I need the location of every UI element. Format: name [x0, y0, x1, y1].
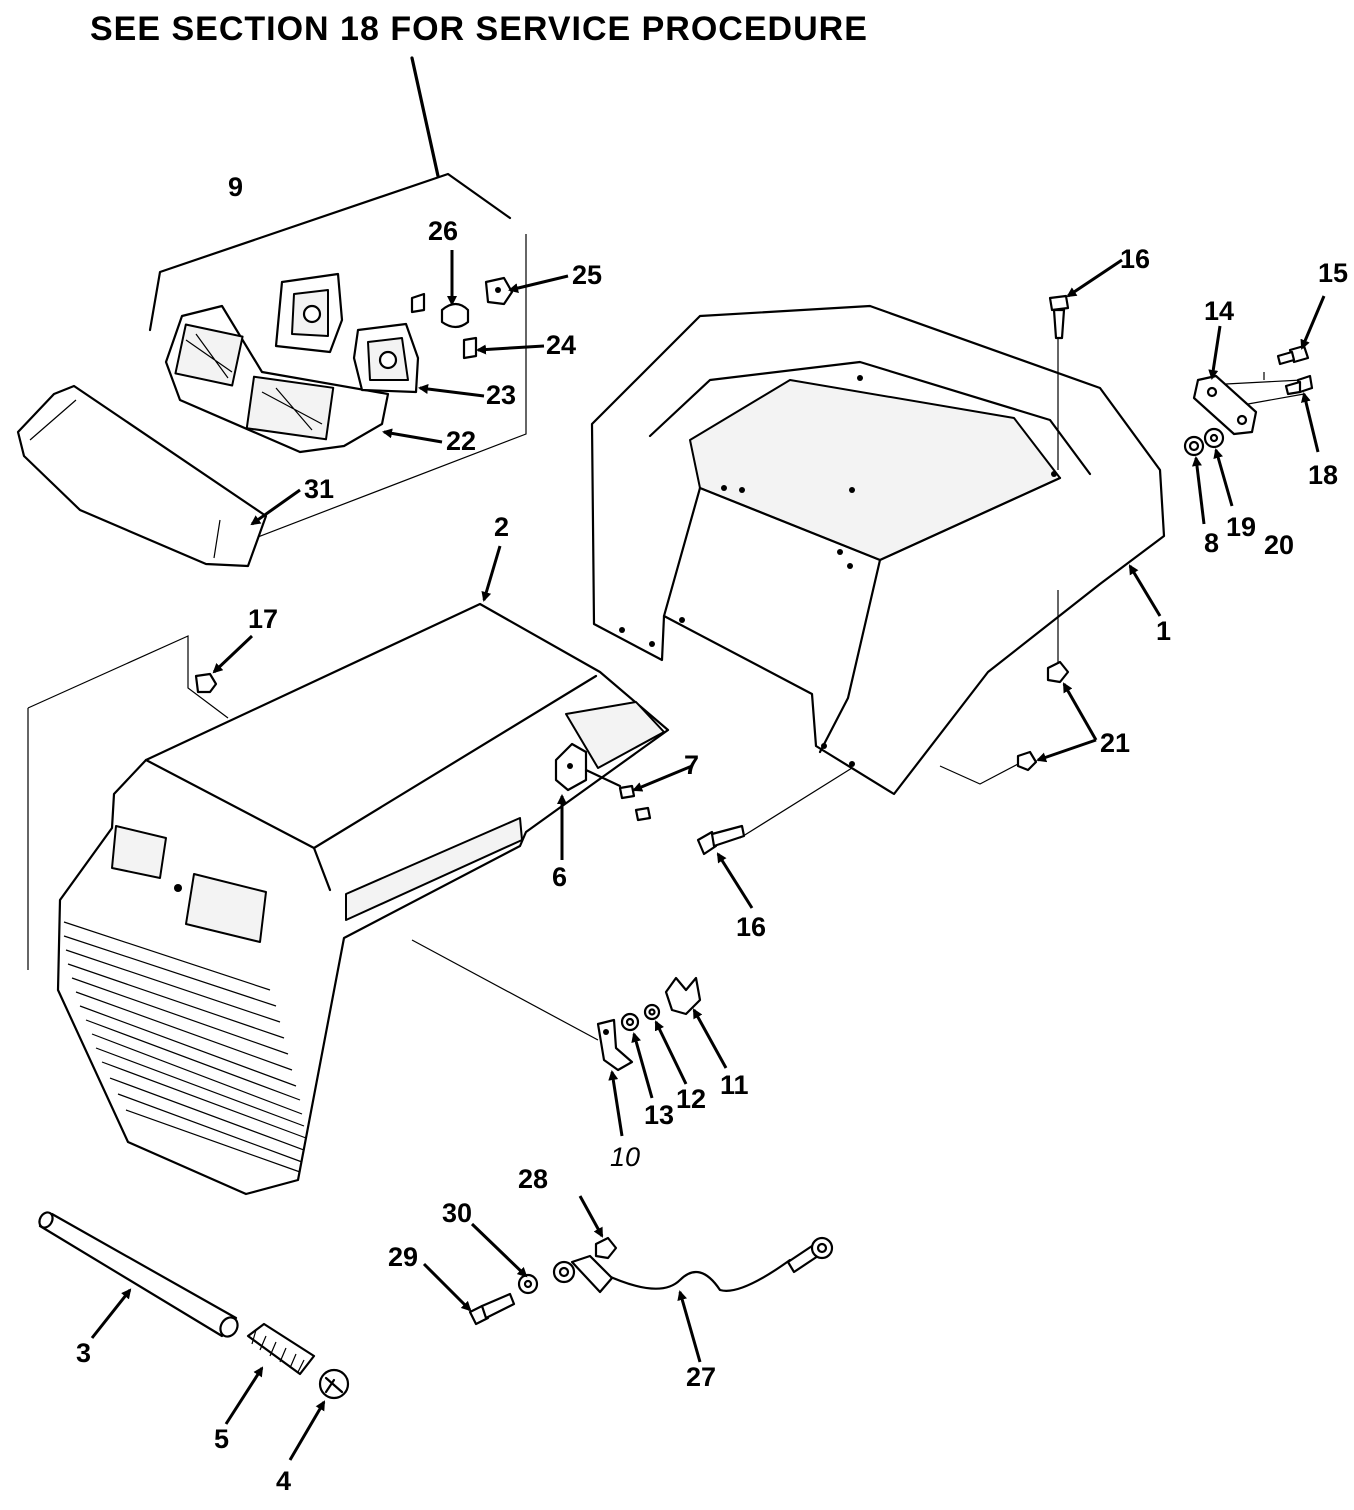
bulb-26	[440, 302, 470, 329]
label-12: 12	[676, 1084, 706, 1114]
screw-7	[618, 784, 652, 822]
label-20: 20	[1264, 530, 1294, 560]
grommet-17	[194, 672, 218, 694]
label-13: 13	[644, 1100, 674, 1130]
spring-5	[246, 1322, 316, 1376]
wingnut-11	[664, 976, 702, 1016]
label-17: 17	[248, 604, 278, 634]
label-18: 18	[1308, 460, 1338, 490]
heading-leader	[148, 56, 512, 332]
label-14: 14	[1204, 296, 1234, 326]
label-10: 10	[610, 1142, 640, 1172]
label-21: 21	[1100, 728, 1130, 758]
callout-arrows	[90, 250, 1326, 1461]
light-assembly-dashed-box	[249, 234, 527, 541]
nut-8	[1183, 435, 1205, 457]
washer-19-20	[1203, 427, 1225, 449]
light-housing-22	[164, 304, 390, 454]
label-9: 9	[228, 172, 243, 202]
label-24: 24	[546, 330, 576, 360]
screw-15	[1276, 344, 1310, 366]
label-4: 4	[276, 1466, 291, 1496]
clip-24	[462, 336, 478, 360]
bolt-16-upper	[1048, 294, 1070, 340]
label-26: 26	[428, 216, 458, 246]
nut-28	[594, 1236, 618, 1260]
label-2: 2	[494, 512, 509, 542]
service-procedure-heading: SEE SECTION 18 FOR SERVICE PROCEDURE	[90, 10, 868, 48]
label-31: 31	[304, 474, 334, 504]
screw-18	[1284, 374, 1314, 396]
plate-14	[1192, 374, 1258, 436]
rear-fender-1	[590, 304, 1166, 796]
pivot-rod-3	[38, 1211, 239, 1338]
guide-lines	[739, 320, 1305, 839]
label-23: 23	[486, 380, 516, 410]
label-1: 1	[1156, 616, 1171, 646]
callout-labels: 1 2 3 4 5 6 7 8 9 10 11 12 13 14 15 16 1…	[76, 172, 1348, 1496]
label-16b: 16	[736, 912, 766, 942]
label-19: 19	[1226, 512, 1256, 542]
washer-12	[643, 1003, 661, 1021]
ground-cable-27	[552, 1236, 834, 1294]
label-28: 28	[518, 1164, 548, 1194]
label-6: 6	[552, 862, 567, 892]
label-3: 3	[76, 1338, 91, 1368]
lens-cover-31	[16, 384, 268, 568]
bolt-16-lower	[696, 824, 746, 856]
nut-21-a	[1046, 660, 1070, 684]
label-15: 15	[1318, 258, 1348, 288]
label-5: 5	[214, 1424, 229, 1454]
label-25: 25	[572, 260, 602, 290]
label-8: 8	[1204, 528, 1219, 558]
label-16a: 16	[1120, 244, 1150, 274]
hood-2	[27, 602, 670, 1196]
label-22: 22	[446, 426, 476, 456]
bracket-10	[596, 1018, 634, 1072]
label-30: 30	[442, 1198, 472, 1228]
lamp-reflector-23	[352, 322, 420, 394]
label-11: 11	[720, 1070, 749, 1100]
label-29: 29	[388, 1242, 418, 1272]
socket-25	[484, 276, 514, 306]
washer-30	[517, 1273, 539, 1295]
latch-6	[554, 742, 622, 792]
retaining-clip-4	[318, 1368, 350, 1400]
lamp-reflector-left	[274, 272, 344, 354]
clip-upper	[410, 292, 426, 314]
label-7: 7	[684, 750, 699, 780]
label-27: 27	[686, 1362, 716, 1392]
bolt-29	[468, 1292, 516, 1326]
nut-21-b	[1016, 750, 1038, 772]
mount-guide	[411, 939, 599, 1041]
lockwasher-13	[620, 1012, 640, 1032]
